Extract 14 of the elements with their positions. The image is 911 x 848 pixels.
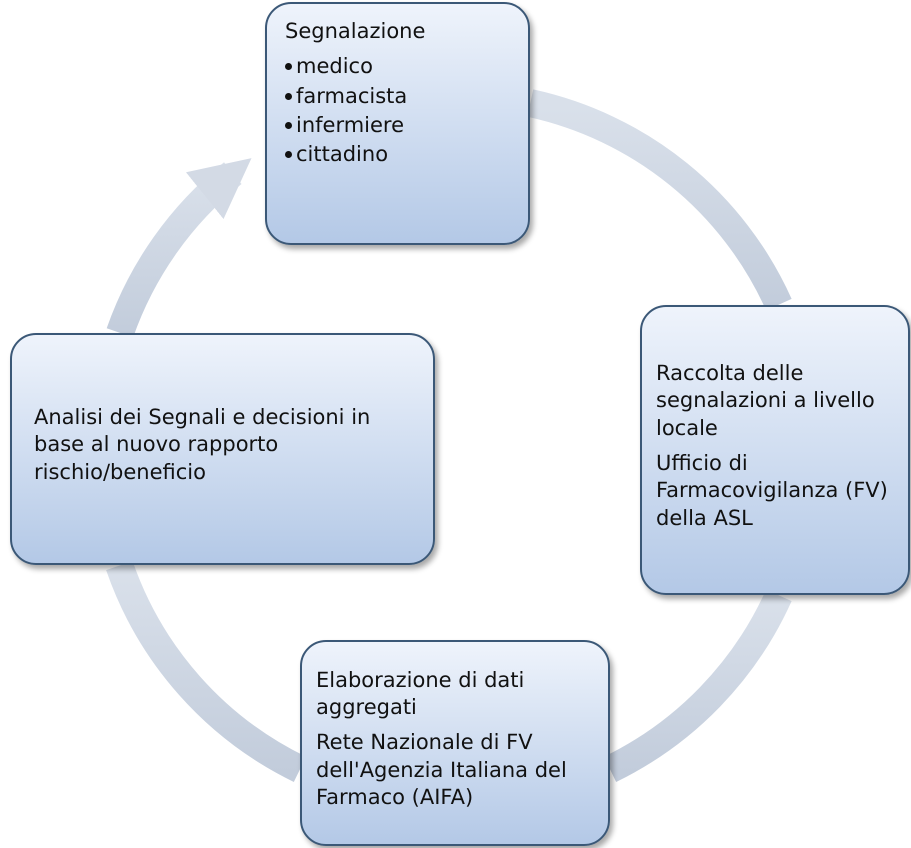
list-item: infermiere xyxy=(296,112,404,139)
process-box xyxy=(640,305,910,595)
process-box xyxy=(300,640,610,846)
process-box xyxy=(265,2,530,245)
box-heading: Analisi dei Segnali e decisioni in base al nuovo rapporto rischio/beneficio xyxy=(34,404,372,486)
box-heading: Segnalazione xyxy=(285,18,426,45)
list-item: cittadino xyxy=(296,141,388,168)
list-item: medico xyxy=(296,53,373,80)
box-text: Rete Nazionale di FV dell'Agenzia Italiana del Farmaco (AIFA) xyxy=(316,729,568,811)
list-item: farmacista xyxy=(296,82,408,110)
box-heading: Raccolta delle segnalazioni a livello locale xyxy=(656,360,876,442)
process-box xyxy=(10,333,435,565)
box-text: Ufficio di Farmacovigilanza (FV) della ASL xyxy=(656,450,889,532)
box-heading: Elaborazione di dati aggregati xyxy=(316,666,526,722)
